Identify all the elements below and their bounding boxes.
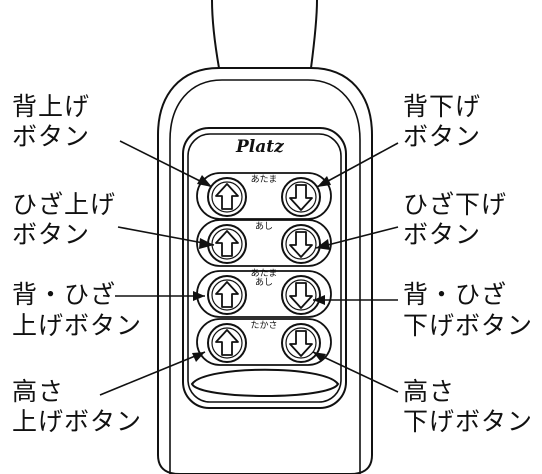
label-knee-down-line1: ひざ下げ [403, 190, 507, 219]
arrowhead-back-up [197, 175, 212, 187]
label-height-up-line1: 高さ [12, 377, 64, 406]
button-row-feet: あし [196, 219, 332, 267]
label-back-knee-up: 背・ひざ 上げボタン [12, 280, 142, 340]
row-caption: たかさ [250, 320, 277, 331]
down-arrow-icon [289, 231, 313, 258]
label-knee-down-line2: ボタン [403, 220, 481, 249]
down-arrow-icon [289, 330, 313, 357]
row-band [196, 219, 332, 267]
leader-knee-up [117, 226, 215, 246]
down-arrow-icon [289, 184, 313, 211]
label-back-up-line1: 背上げ [12, 92, 90, 121]
cord [211, 0, 318, 69]
arrowhead-back-knee-up [193, 291, 205, 301]
button-row-height: たかさ [196, 318, 332, 366]
leader-lines [99, 140, 399, 396]
label-height-down: 高さ 下げボタン [403, 377, 533, 436]
arrowhead-height-down [313, 352, 326, 362]
label-back-knee-down: 背・ひざ 下げボタン [403, 280, 533, 340]
label-back-down: 背下げ ボタン [403, 92, 481, 151]
label-height-down-line1: 高さ [403, 377, 455, 406]
arrowhead-knee-down [316, 239, 330, 250]
label-height-up: 高さ 上げボタン [12, 377, 142, 436]
down-arrow-icon [289, 282, 313, 309]
up-button-feet[interactable] [207, 224, 247, 264]
up-arrow-icon [215, 281, 239, 308]
arrowhead-back-down [317, 176, 331, 187]
down-button-head[interactable] [281, 177, 321, 217]
up-arrow-icon [215, 230, 239, 257]
leader-knee-down [315, 226, 399, 249]
row-caption: あし [255, 277, 273, 288]
remote-body [157, 67, 373, 474]
up-arrow-icon [215, 183, 239, 210]
leader-back-up [119, 140, 213, 188]
label-back-knee-up-line1: 背・ひざ [12, 280, 116, 309]
label-knee-up-line1: ひざ上げ [12, 190, 116, 219]
button-panel [182, 127, 347, 409]
row-caption: あたま [251, 268, 278, 279]
up-button-head-feet[interactable] [207, 275, 247, 315]
label-back-up-line2: ボタン [12, 122, 90, 151]
label-back-up: 背上げ ボタン [12, 92, 90, 151]
label-back-knee-up-line2: 上げボタン [12, 311, 142, 340]
up-arrow-icon [215, 329, 239, 356]
up-button-height[interactable] [207, 323, 247, 363]
label-height-up-line2: 上げボタン [12, 407, 142, 436]
label-back-down-line2: ボタン [403, 122, 481, 151]
down-button-head-feet[interactable] [281, 275, 321, 315]
row-band [196, 318, 332, 366]
row-caption: あし [255, 221, 273, 232]
label-back-down-line1: 背下げ [403, 92, 481, 121]
row-caption: あたま [251, 174, 278, 185]
down-button-feet[interactable] [281, 224, 321, 264]
label-knee-up-line2: ボタン [12, 220, 90, 249]
label-back-knee-down-line1: 背・ひざ [403, 280, 507, 309]
label-knee-up: ひざ上げ ボタン [12, 190, 116, 249]
leader-arrowheads [192, 175, 331, 362]
bottom-rest [190, 368, 340, 397]
up-button-head[interactable] [207, 177, 247, 217]
leader-back-down [316, 142, 399, 188]
row-band [196, 172, 332, 220]
arrowhead-height-up [192, 352, 205, 362]
arrowhead-knee-up [199, 238, 214, 249]
brand-logo: Platz [235, 137, 284, 157]
arrowhead-back-knee-down [313, 295, 325, 305]
label-back-knee-down-line2: 下げボタン [403, 311, 533, 340]
label-height-down-line2: 下げボタン [403, 407, 533, 436]
leader-height-up [99, 351, 206, 396]
down-button-height[interactable] [281, 323, 321, 363]
leader-height-down [312, 351, 399, 393]
label-knee-down: ひざ下げ ボタン [403, 190, 507, 249]
button-row-head: あたま [196, 172, 332, 220]
